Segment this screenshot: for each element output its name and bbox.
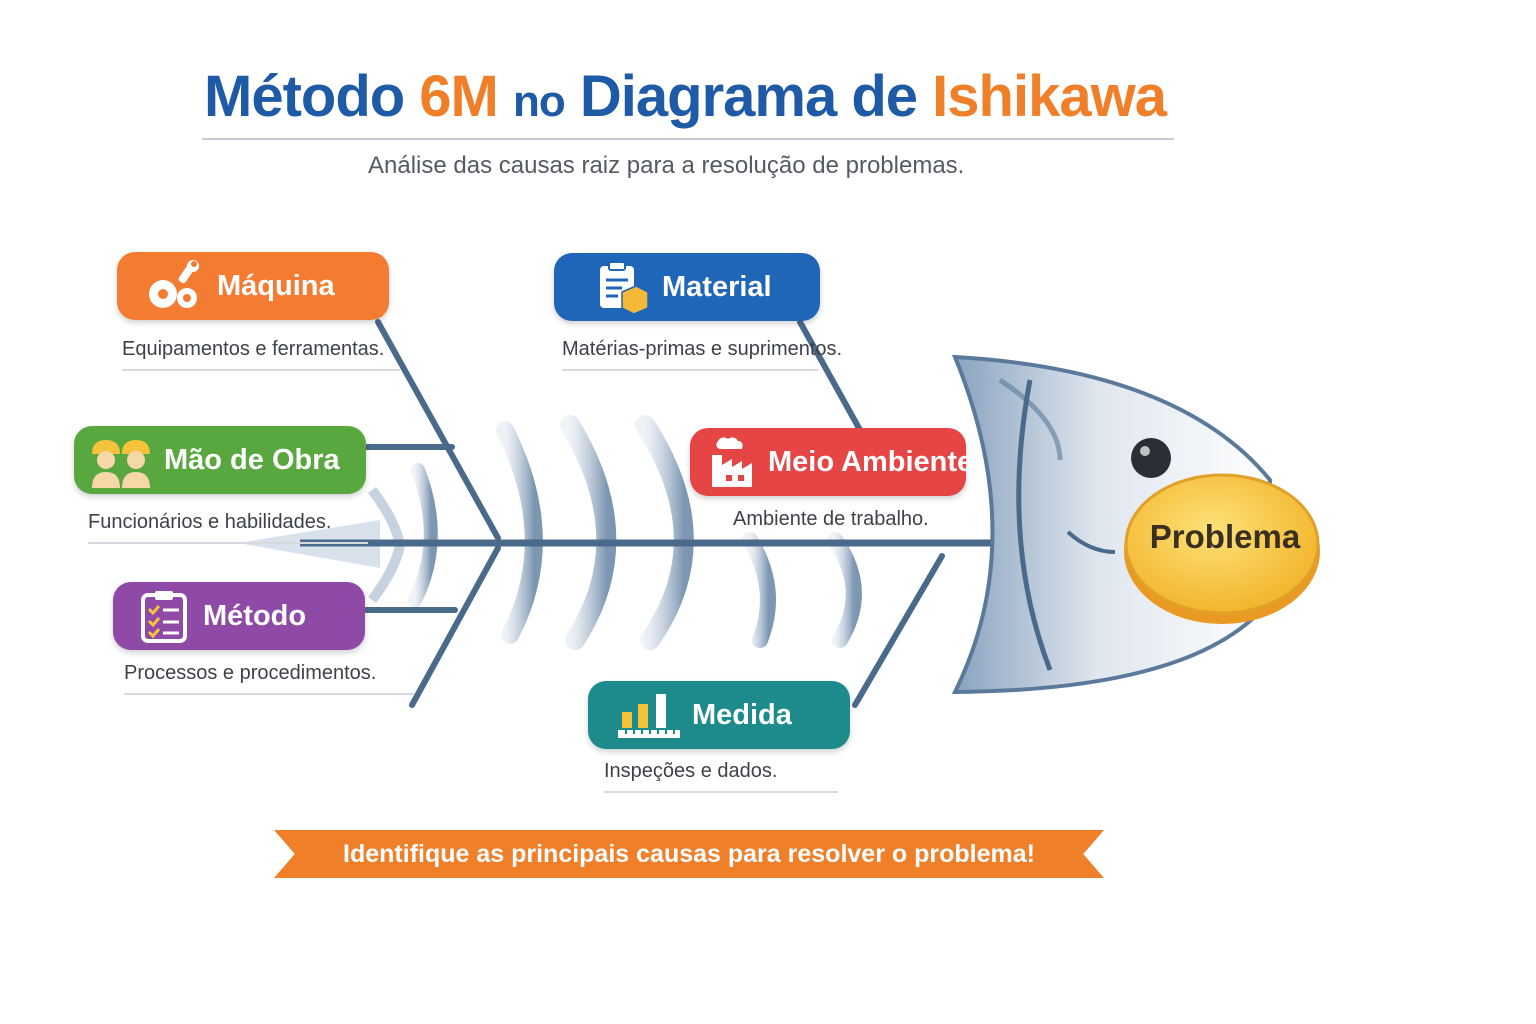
- category-metodo[interactable]: Método: [113, 582, 365, 650]
- category-meio-ambiente[interactable]: Meio Ambiente: [690, 428, 973, 496]
- category-material[interactable]: Material: [554, 253, 820, 321]
- category-label: Material: [662, 270, 772, 303]
- category-description: Inspeções e dados.: [604, 760, 838, 793]
- gears-wrench-icon: [143, 258, 205, 314]
- category-description: Matérias-primas e suprimentos.: [562, 338, 842, 371]
- category-description: Processos e procedimentos.: [124, 662, 414, 695]
- call-to-action-banner: Identifique as principais causas para re…: [274, 830, 1104, 878]
- title-word-no: no: [513, 77, 566, 126]
- title-word-6m: 6M: [419, 64, 499, 129]
- title-word-diagrama: Diagrama de: [579, 64, 918, 129]
- category-label: Máquina: [217, 269, 335, 302]
- title-word-ishikawa: Ishikawa: [932, 64, 1167, 129]
- title-word-metodo: Método: [204, 64, 405, 129]
- category-maquina[interactable]: Máquina: [117, 252, 389, 320]
- category-label: Meio Ambiente: [768, 445, 974, 478]
- cause-bones: [359, 319, 945, 708]
- problem-coin: [1124, 473, 1320, 624]
- category-medida[interactable]: Medida: [588, 681, 850, 749]
- factory-icon: [708, 435, 756, 489]
- bar-chart-ruler-icon: [618, 690, 680, 740]
- problem-label[interactable]: Problema: [1149, 518, 1301, 555]
- category-description: Equipamentos e ferramentas.: [122, 338, 400, 371]
- category-label: Mão de Obra: [164, 443, 340, 476]
- category-description: Ambiente de trabalho.: [733, 508, 929, 530]
- category-label: Método: [203, 599, 307, 632]
- page-title: Método 6M no Diagrama de Ishikawa: [204, 62, 1174, 137]
- subtitle: Análise das causas raiz para a resolução…: [368, 152, 965, 179]
- fish-ribs: [408, 415, 862, 650]
- clipboard-box-icon: [596, 260, 650, 314]
- title-divider: [202, 138, 1174, 140]
- workers-icon: [88, 432, 152, 488]
- category-label: Medida: [692, 698, 792, 731]
- category-mao-de-obra[interactable]: Mão de Obra: [74, 426, 366, 494]
- category-description: Funcionários e habilidades.: [88, 511, 368, 544]
- checklist-icon: [139, 589, 191, 643]
- banner-text: Identifique as principais causas para re…: [343, 839, 1035, 868]
- fish-eye-icon: [1131, 438, 1171, 478]
